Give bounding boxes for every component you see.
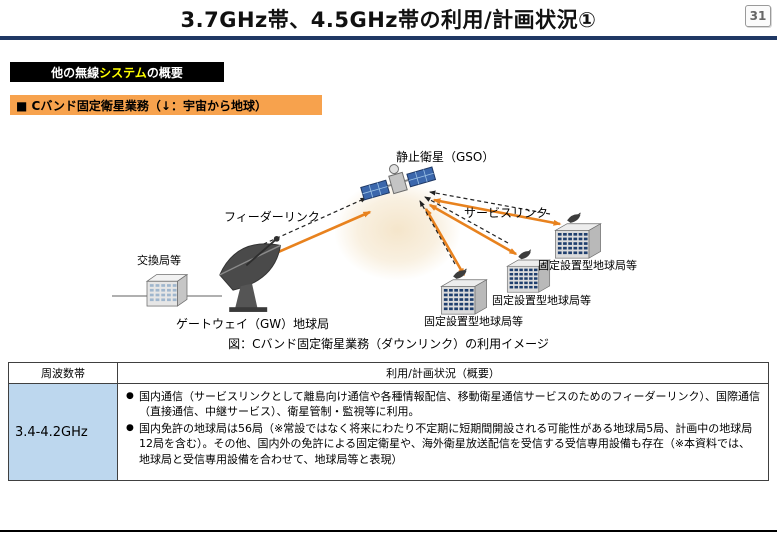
usage-cell: 国内通信（サービスリンクとして離島向け通信や各種情報配信、移動衛星通信サービスの… [117, 383, 769, 481]
bottom-border [0, 530, 777, 532]
section-label-post: の概要 [146, 65, 183, 80]
earth-station-building-icon [438, 268, 490, 319]
band-cell: 3.4-4.2GHz [8, 383, 118, 481]
earth-station-building-icon [552, 212, 604, 263]
gateway-label: ゲートウェイ（GW）地球局 [176, 317, 330, 331]
subsection-label: ■ Cバンド固定衛星業務（↓：宇宙から地球） [10, 95, 322, 115]
feeder-link-label: フィーダーリンク [224, 210, 320, 224]
usage-bullet: 国内通信（サービスリンクとして離島向け通信や各種情報配信、移動衛星通信サービスの… [126, 389, 760, 420]
switching-station-building-icon [144, 267, 190, 311]
frequency-table: 周波数帯 利用/計画状況（概要） 3.4-4.2GHz 国内通信（サービスリンク… [8, 362, 769, 481]
page-title: 3.7GHz帯、4.5GHz帯の利用/計画状況① [180, 8, 597, 32]
gateway-dish-icon [214, 233, 290, 317]
section-label-pre: 他の無線 [51, 65, 100, 80]
table-header-usage: 利用/計画状況（概要） [117, 362, 769, 384]
figure-caption: 図：Cバンド固定衛星業務（ダウンリンク）の利用イメージ [228, 337, 549, 351]
table-header-row: 周波数帯 利用/計画状況（概要） [8, 362, 769, 384]
switching-station-label: 交換局等 [137, 254, 181, 267]
fixed-station-label: 固定設置型地球局等 [492, 294, 591, 307]
table-header-band: 周波数帯 [8, 362, 118, 384]
fixed-station-label: 固定設置型地球局等 [424, 315, 523, 328]
section-label: 他の無線システムの概要 [10, 62, 224, 82]
service-link-label: サービスリンク [464, 206, 549, 220]
section-label-highlight: システム [99, 65, 147, 80]
page-number-badge: 31 [745, 5, 771, 27]
title-divider [0, 36, 777, 40]
fixed-station-label: 固定設置型地球局等 [538, 259, 637, 272]
satellite-label: 静止衛星（GSO） [396, 150, 495, 164]
table-row: 3.4-4.2GHz 国内通信（サービスリンクとして離島向け通信や各種情報配信、… [8, 383, 769, 481]
usage-bullet: 国内免許の地球局は56局（※常設ではなく将来にわたり不定期に短期間開設される可能… [126, 421, 760, 467]
